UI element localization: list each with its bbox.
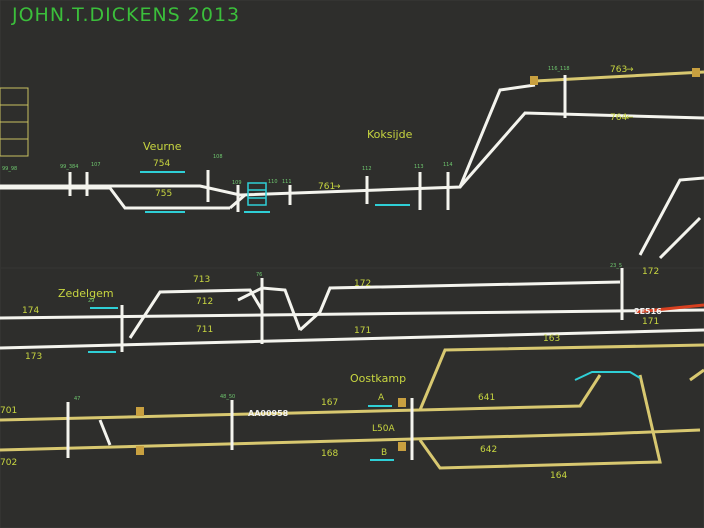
station-oostkamp: Oostkamp <box>350 372 406 385</box>
platform-b-label: B <box>381 448 387 458</box>
track-754: 754 <box>153 159 170 169</box>
node-label: 23_5 <box>610 263 622 269</box>
occupied-block <box>692 68 700 77</box>
track-761: 761 <box>318 182 335 192</box>
station-zedelgem: Zedelgem <box>58 287 114 300</box>
lower-track-section[interactable] <box>0 343 704 470</box>
station-veurne: Veurne <box>143 140 182 153</box>
track-163: 163 <box>543 334 560 344</box>
track-171: 171 <box>354 326 371 336</box>
board-title: JOHN.T.DICKENS 2013 <box>11 4 240 26</box>
level-crossing-icon[interactable] <box>244 182 270 213</box>
line-label: L50A <box>372 424 395 434</box>
lower-signals <box>66 398 414 460</box>
track-168: 168 <box>321 449 338 459</box>
node-label: 99_98 <box>2 166 17 172</box>
track-763: 763 <box>610 65 627 75</box>
station-koksijde: Koksijde <box>367 128 413 141</box>
node-label: 112 <box>362 166 372 172</box>
occupied-block <box>136 407 144 416</box>
track-172: 172 <box>354 279 371 289</box>
node-label: 116_118 <box>548 66 570 72</box>
direction-arrow: → <box>626 65 634 75</box>
middle-signals <box>120 268 624 352</box>
alert-route <box>635 303 704 314</box>
node-label: 109 <box>232 180 242 186</box>
track-711: 711 <box>196 325 213 335</box>
occupied-block <box>398 398 406 407</box>
track-701: 701 <box>0 406 17 416</box>
train-id[interactable]: 2E516 <box>634 307 662 316</box>
upper-track-section[interactable] <box>0 70 704 210</box>
track-171-east: 171 <box>642 317 659 327</box>
node-label: 108 <box>213 154 223 160</box>
track-764: 764 <box>610 113 627 123</box>
track-167: 167 <box>321 398 338 408</box>
node-label: 48_50 <box>220 394 235 400</box>
occupied-block <box>530 76 538 85</box>
middle-track-section[interactable] <box>0 176 704 350</box>
track-172-east: 172 <box>642 267 659 277</box>
train-id[interactable]: AA00958 <box>248 409 289 418</box>
node-label: 107 <box>91 162 101 168</box>
upper-signals <box>68 75 567 212</box>
legend-grid <box>0 87 29 157</box>
node-label: 76 <box>256 272 262 278</box>
occupied-block <box>136 446 144 455</box>
track-642: 642 <box>480 445 497 455</box>
node-label: 114 <box>443 162 453 168</box>
node-label: 99_384 <box>60 164 78 170</box>
platform-canopy <box>574 371 641 381</box>
node-label: 47 <box>74 396 80 402</box>
track-755: 755 <box>155 189 172 199</box>
track-641: 641 <box>478 393 495 403</box>
track-712: 712 <box>196 297 213 307</box>
track-174: 174 <box>22 306 39 316</box>
track-702: 702 <box>0 458 17 468</box>
direction-arrow: ← <box>626 113 634 123</box>
lower-platforms <box>368 405 394 461</box>
track-173: 173 <box>25 352 42 362</box>
middle-platforms <box>88 307 118 353</box>
node-label: 110 <box>268 179 278 185</box>
upper-platforms <box>140 171 410 213</box>
platform-a-label: A <box>378 393 385 403</box>
direction-arrow: → <box>333 182 341 192</box>
occupied-block <box>398 442 406 451</box>
node-label: 29 <box>88 298 94 304</box>
node-label: 113 <box>414 164 424 170</box>
track-164: 164 <box>550 471 567 481</box>
track-713: 713 <box>193 275 210 285</box>
node-label: 111 <box>282 179 292 185</box>
